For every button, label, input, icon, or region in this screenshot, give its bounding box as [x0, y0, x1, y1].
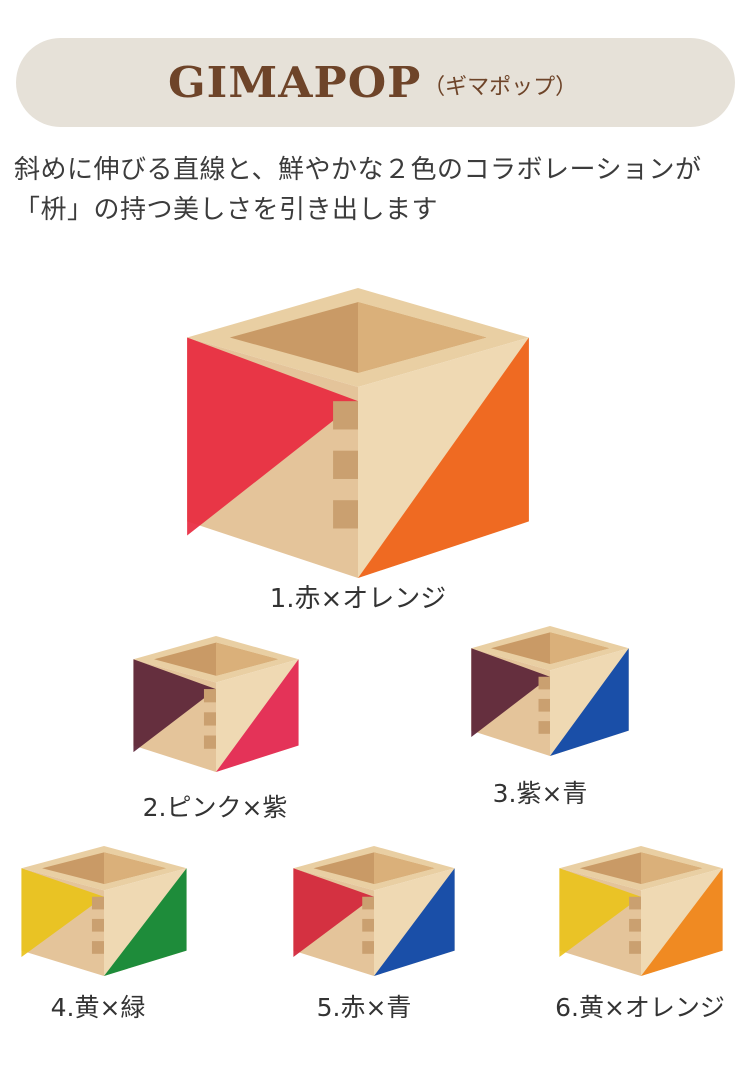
brand-title: GIMAPOP — [167, 58, 422, 107]
intro-text: 斜めに伸びる直線と、鮮やかな２色のコラボレーションが「枡」の持つ美しさを引き出し… — [14, 155, 702, 225]
product-caption-1: 1.赤×オレンジ — [269, 584, 447, 614]
brand-banner: GIMAPOP （ギマポップ） — [16, 38, 735, 127]
product-image-4 — [18, 846, 190, 976]
product-image-5 — [290, 846, 458, 976]
product-caption-5: 5.赤×青 — [316, 993, 412, 1022]
product-image-1 — [180, 288, 536, 578]
product-caption-3: 3.紫×青 — [492, 779, 588, 808]
product-image-3 — [468, 626, 632, 756]
product-image-6 — [556, 846, 726, 976]
product-caption-4: 4.黄×緑 — [50, 993, 146, 1022]
product-caption-6: 6.黄×オレンジ — [555, 993, 725, 1022]
brand-subtitle: （ギマポップ） — [423, 74, 578, 100]
product-image-2 — [130, 636, 302, 772]
product-caption-2: 2.ピンク×紫 — [142, 793, 288, 822]
